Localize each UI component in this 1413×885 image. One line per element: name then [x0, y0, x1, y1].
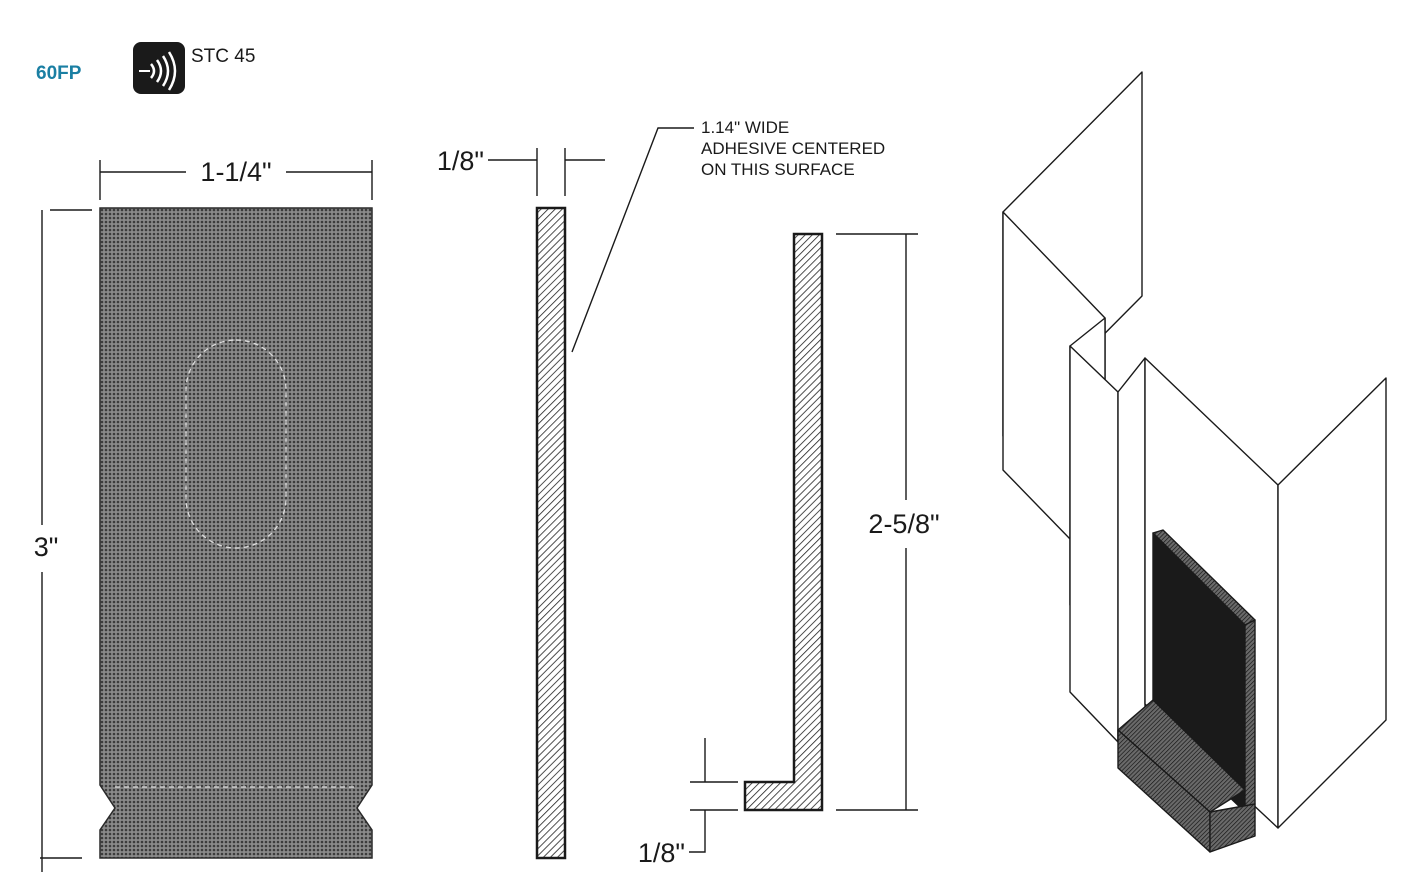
seal-face [99, 207, 373, 859]
right-jamb-return [1117, 357, 1146, 743]
sound-waves-icon [133, 42, 185, 94]
adhesive-note-line-2: ADHESIVE CENTERED [701, 139, 885, 158]
seal-side-edge [1244, 619, 1256, 813]
thickness-dimension: 1/8" [437, 146, 484, 176]
angle-view: 2-5/8" 1/8" [638, 232, 940, 868]
foot-thickness-dimension: 1/8" [638, 838, 685, 868]
adhesive-note-line-1: 1.14" WIDE [701, 118, 789, 137]
angle-seal-section [743, 232, 824, 812]
adhesive-outline [185, 339, 287, 549]
stc-rating: STC 45 [191, 46, 255, 67]
seal-foot-side [1209, 803, 1256, 853]
right-wall-face [1277, 377, 1387, 829]
front-view: 1-1/4" 3" [34, 157, 373, 872]
model-label: 60FP [36, 63, 82, 84]
side-view: 1/8" 1.14" WIDE ADHESIVE CENTERED ON THI… [437, 118, 885, 860]
stop-side [1069, 345, 1119, 743]
seal-section [535, 206, 567, 860]
adhesive-note-line-3: ON THIS SURFACE [701, 160, 855, 179]
isometric-view [1002, 71, 1387, 853]
angle-height-dimension: 2-5/8" [868, 509, 939, 539]
height-dimension: 3" [34, 532, 59, 562]
width-dimension: 1-1/4" [200, 157, 271, 187]
